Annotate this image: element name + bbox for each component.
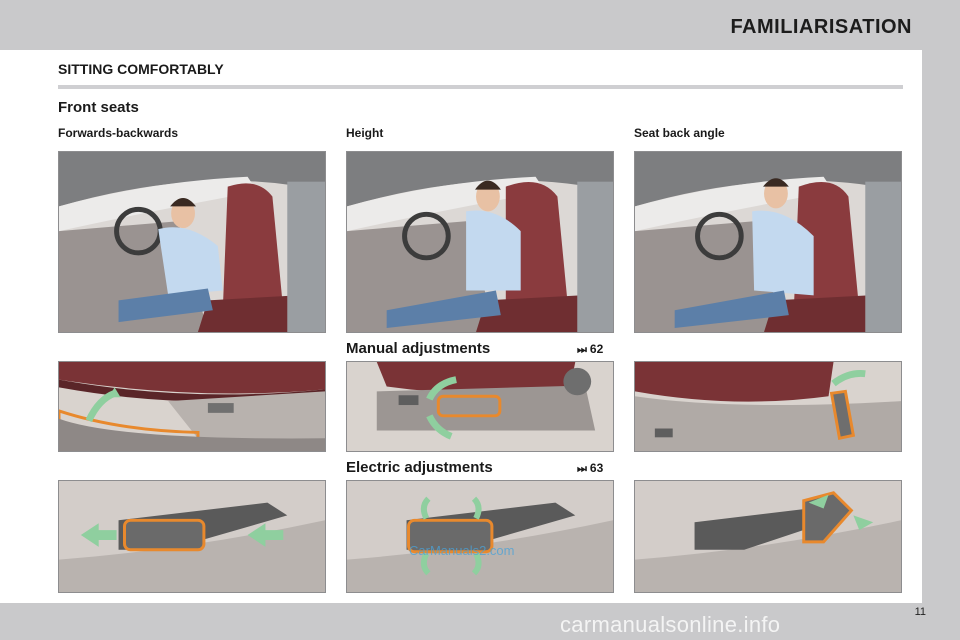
header-band xyxy=(0,0,960,50)
section-title: FAMILIARISATION xyxy=(730,16,912,38)
manual-adjustments-heading: Manual adjustments xyxy=(346,340,491,357)
illustration-driver-height xyxy=(346,151,614,333)
manual-reference-page: 62 xyxy=(589,342,604,356)
illustration-driver-seat-back-angle xyxy=(634,151,902,333)
electric-adjustments-heading: Electric adjustments xyxy=(346,459,493,476)
title-rule xyxy=(58,85,903,89)
watermark-small: CarManuals2.com xyxy=(409,543,515,558)
manual-forwards-backwards-lever xyxy=(58,361,326,452)
right-margin-strip xyxy=(922,50,960,603)
column-label-forwards-backwards: Forwards-backwards xyxy=(58,126,179,140)
column-label-seat-back-angle: Seat back angle xyxy=(634,126,725,140)
electric-forwards-backwards-switch xyxy=(58,480,326,593)
electric-height-switch xyxy=(346,480,614,593)
skip-forward-icon: ⏭ xyxy=(577,463,587,475)
electric-reference-page: 63 xyxy=(589,461,604,475)
electric-adjustments-reference[interactable]: ⏭63 xyxy=(577,461,603,476)
illustration-driver-forwards-backwards xyxy=(58,151,326,333)
sub-title: SITTING COMFORTABLY xyxy=(58,61,224,77)
footer-band xyxy=(0,603,960,640)
column-label-height: Height xyxy=(346,126,384,140)
manual-adjustments-reference[interactable]: ⏭62 xyxy=(577,342,603,357)
watermark-large: carmanualsonline.info xyxy=(560,612,781,637)
page-number: 11 xyxy=(914,606,926,618)
electric-seat-back-angle-switch xyxy=(634,480,902,593)
skip-forward-icon: ⏭ xyxy=(577,344,587,356)
heading-front-seats: Front seats xyxy=(58,99,139,116)
manual-height-lever xyxy=(346,361,614,452)
manual-seat-back-angle-lever xyxy=(634,361,902,452)
